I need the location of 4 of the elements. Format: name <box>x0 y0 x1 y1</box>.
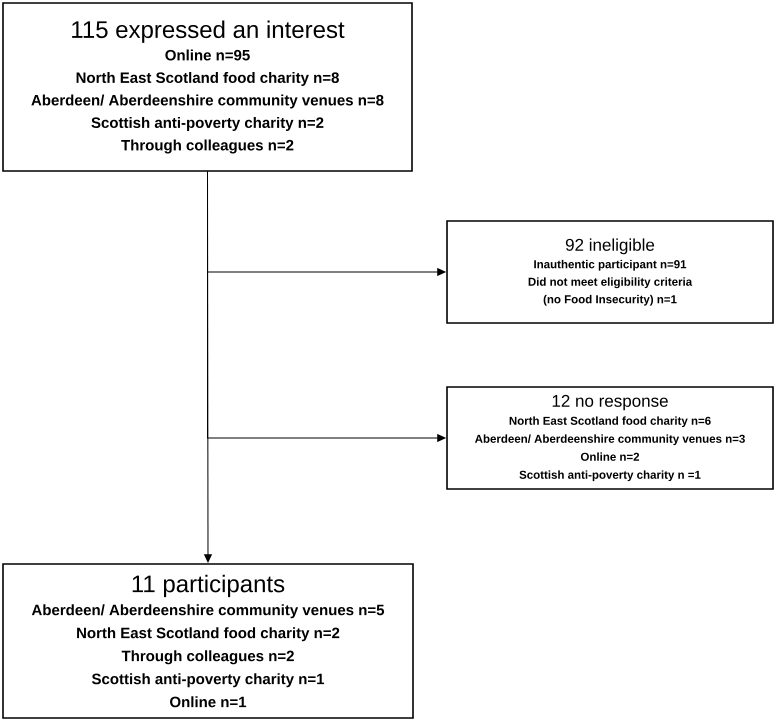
flow-box: 92 ineligible Inauthentic participant n=91 Did not meet eligibility criteria (no Food Insecurity) n=1 <box>446 220 774 324</box>
flow-box: 115 expressed an interest Online n=95 North East Scotland food charity n=8 Aberdeen/ Aberdeenshire community venues n=8 Scottish anti-poverty charity n=2 Through colleagues n=2 <box>2 2 413 172</box>
flow-box: 12 no response North East Scotland food charity n=6 Aberdeen/ Aberdeenshire community venues n=3 Online n=2 Scottish anti-poverty charity n =1 <box>446 386 774 490</box>
flow-box: 11 participants Aberdeen/ Aberdeenshire community venues n=5 North East Scotland food charity n=2 Through colleagues n=2 Scottish anti-poverty charity n=1 Online n=1 <box>2 563 414 719</box>
